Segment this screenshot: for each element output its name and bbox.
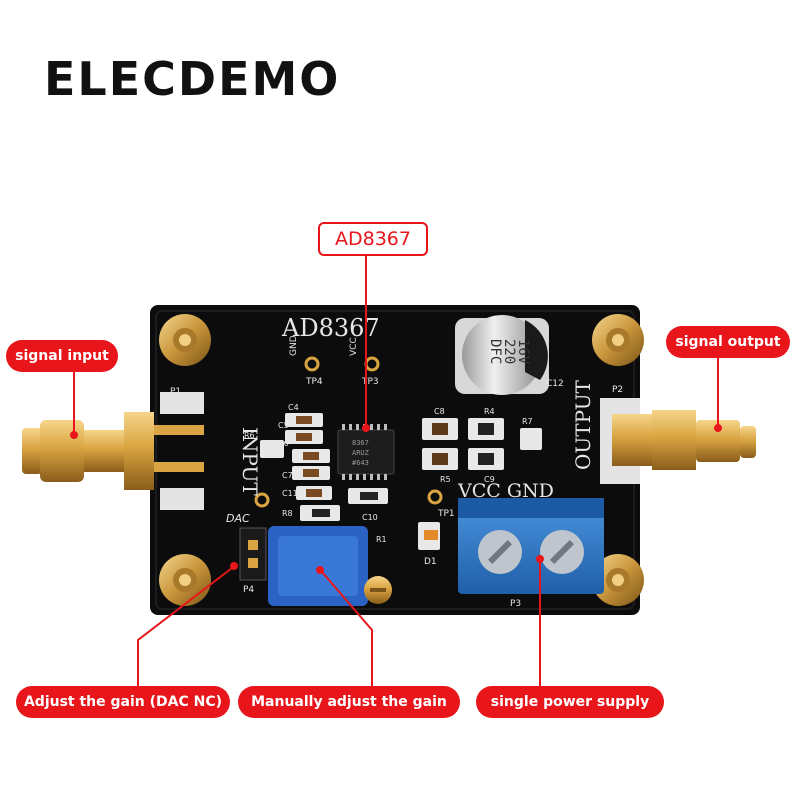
leader-dot-output [714, 424, 722, 432]
mounting-nut-bottom-right [592, 554, 644, 606]
d1-label: D1 [424, 557, 437, 567]
mounting-nut-top-left [159, 314, 211, 366]
tp3-label: TP3 [361, 377, 379, 387]
ad8367-chip [337, 424, 395, 480]
p1-label: P1 [170, 387, 181, 397]
tp1-label: TP1 [437, 509, 455, 519]
brand-logo: ELECDEMO [44, 52, 341, 106]
callout-power-supply: single power supply [476, 686, 664, 718]
test-point-tp1 [427, 489, 443, 505]
ref-designator: C10 [362, 513, 378, 522]
chip-marking-2: ARUZ [352, 449, 369, 457]
cap-value: 220 [501, 339, 517, 364]
trimmer-potentiometer [268, 526, 392, 606]
test-point-dac [254, 492, 270, 508]
chip-callout-label: AD8367 [318, 222, 428, 256]
input-label: INPUT [238, 427, 262, 496]
callout-adjust-gain-dac: Adjust the gain (DAC NC) [16, 686, 230, 718]
cap-brand: DFC [487, 339, 503, 364]
smd-bodies [296, 416, 494, 540]
callout-leader-lines [70, 246, 722, 690]
p2-label: P2 [612, 385, 623, 395]
vcc-gnd-label: VCC GND [457, 480, 554, 502]
mounting-nut-top-right [592, 314, 644, 366]
output-label: OUTPUT [571, 379, 595, 470]
p3-label: P3 [510, 599, 521, 609]
ref-designator: R7 [522, 417, 533, 426]
leader-dot-dac [230, 562, 238, 570]
electrolytic-capacitor [455, 315, 549, 395]
leader-dac [137, 567, 233, 690]
ref-designator: C9 [484, 475, 495, 484]
leader-dot-pot [316, 566, 324, 574]
ref-designator: R6 [244, 431, 255, 440]
leader-pot [321, 571, 373, 690]
leader-dot-chip [362, 424, 370, 432]
chip-marking-3: #643 [352, 459, 369, 467]
test-point-gnd [304, 356, 320, 372]
leader-dot-input [70, 431, 78, 439]
ref-designator: C4 [288, 403, 299, 412]
tp4-label: TP4 [305, 377, 323, 387]
p4-label: P4 [243, 585, 254, 595]
ref-designator: R8 [282, 509, 293, 518]
callout-signal-output: signal output [666, 326, 790, 358]
tp-gnd-label: GND [289, 335, 299, 356]
dac-label: DAC [226, 512, 250, 525]
ref-designator: R5 [440, 475, 451, 484]
ref-designator: R4 [484, 407, 495, 416]
chip-marking-1: 8367 [352, 439, 369, 447]
ref-designator: C6 [278, 439, 289, 448]
ref-designator: C7 [282, 471, 293, 480]
header-p4 [239, 527, 267, 581]
board-title: AD8367 [281, 314, 380, 342]
leader-dot-power [536, 555, 544, 563]
reference-designators: C4 C5 C6 R6 C7 C11 R8 C10 C8 R4 R7 R5 C9… [244, 403, 533, 544]
ref-designator: R1 [376, 535, 387, 544]
cap-voltage: 16V [515, 339, 531, 365]
ref-designator: C11 [282, 489, 298, 498]
mounting-nut-bottom-left [159, 554, 211, 606]
screw-terminal-block [458, 498, 604, 594]
sma-connector-output [600, 398, 756, 484]
ref-designator: C5 [278, 421, 289, 430]
callout-manual-gain: Manually adjust the gain [238, 686, 460, 718]
sma-connector-input [22, 392, 204, 510]
ref-designator: C8 [434, 407, 445, 416]
tp-vcc-label: VCC [349, 337, 359, 356]
c12-label: C12 [546, 379, 564, 389]
callout-signal-input: signal input [6, 340, 118, 372]
